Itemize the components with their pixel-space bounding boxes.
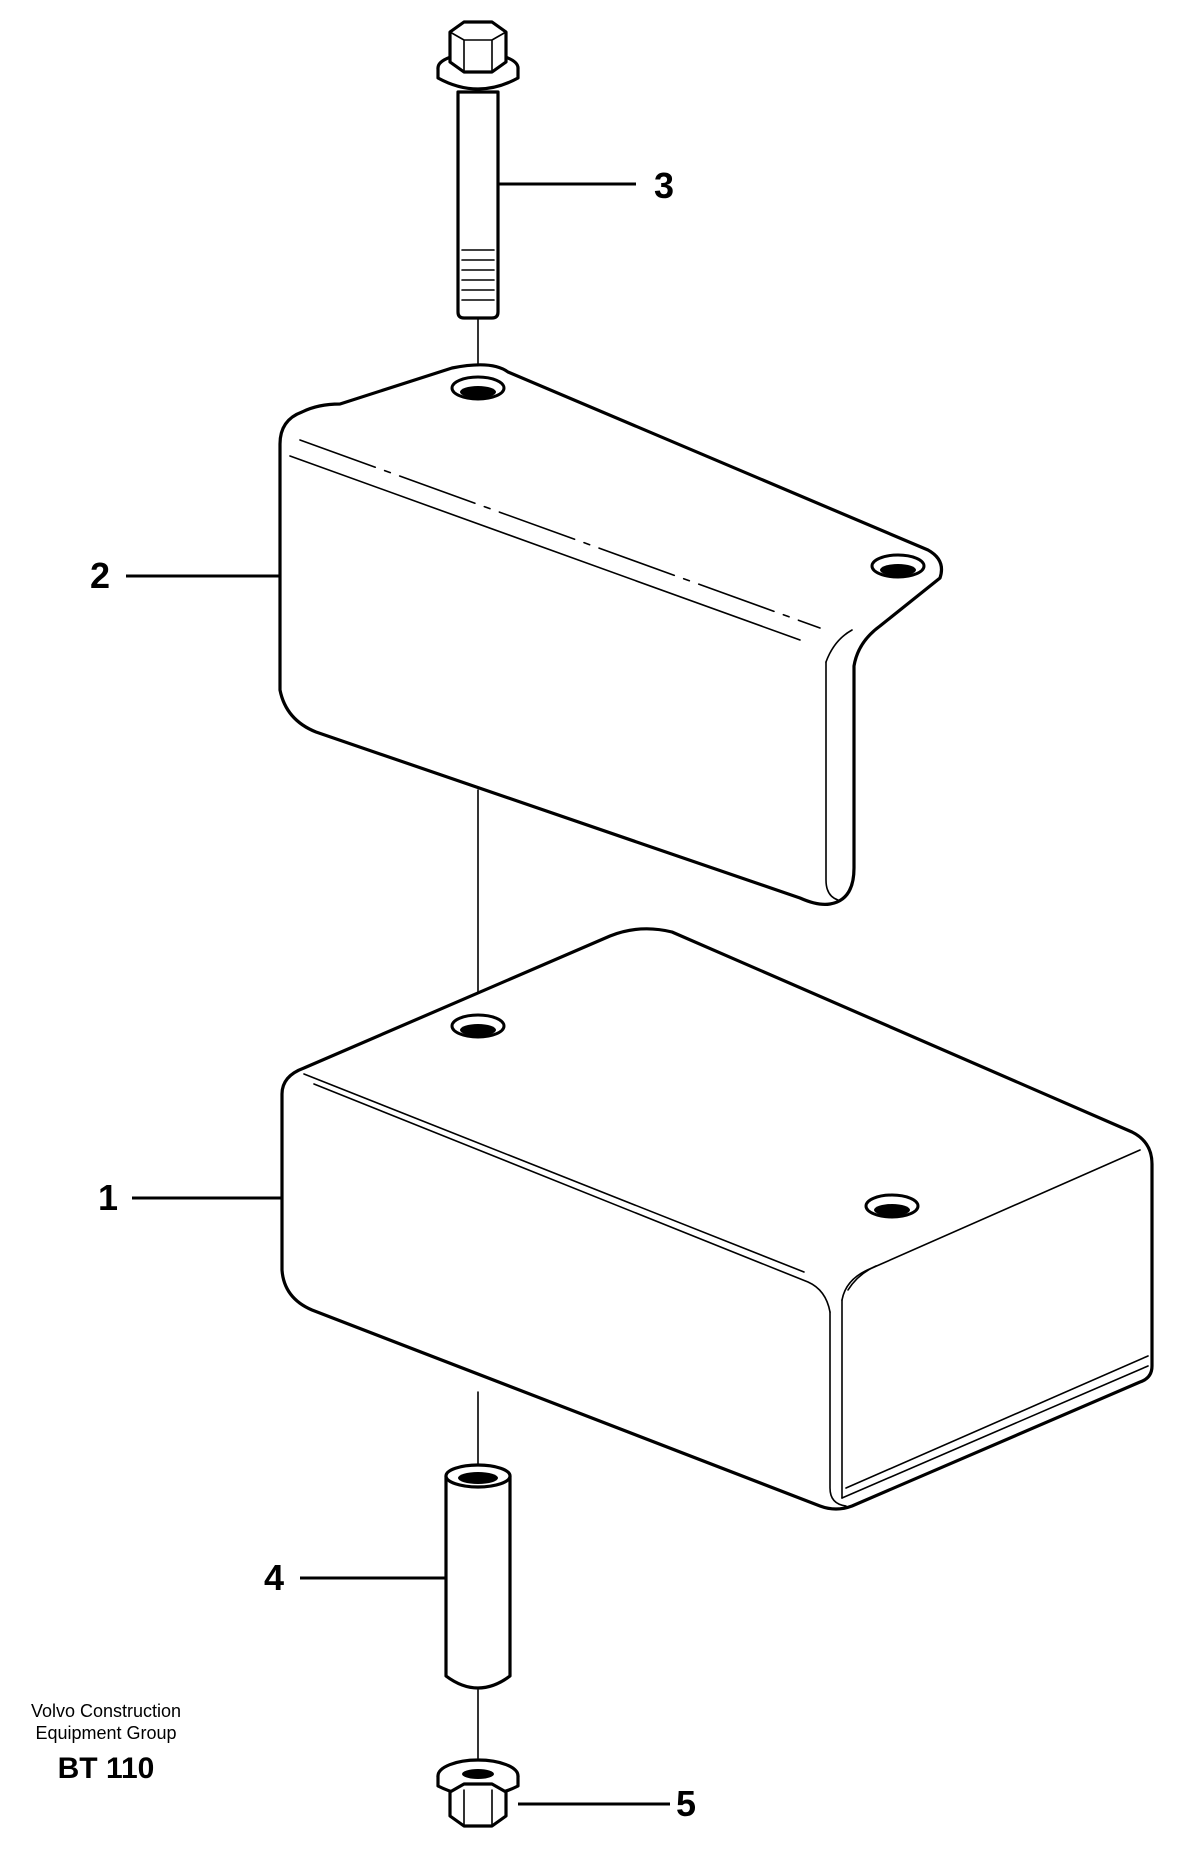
part-4-spacer xyxy=(444,1463,512,1690)
footer-company-line1: Volvo Construction xyxy=(30,1701,182,1721)
callout-part-5: 5 xyxy=(676,1783,697,1824)
part-2-bracket xyxy=(278,363,944,906)
footer-diagram-code: BT 110 xyxy=(57,1752,155,1785)
callout-part-3: 3 xyxy=(654,165,675,206)
footer-company-line2: Equipment Group xyxy=(35,1723,177,1743)
footer-credit: Volvo Construction Equipment Group BT 11… xyxy=(6,1700,206,1786)
callout-part-2: 2 xyxy=(90,555,111,596)
callout-part-4: 4 xyxy=(264,1557,285,1598)
part-1-block xyxy=(280,927,1154,1511)
part-5-nut xyxy=(436,1758,520,1828)
callout-part-1: 1 xyxy=(98,1177,119,1218)
part-3-bolt xyxy=(436,20,520,320)
